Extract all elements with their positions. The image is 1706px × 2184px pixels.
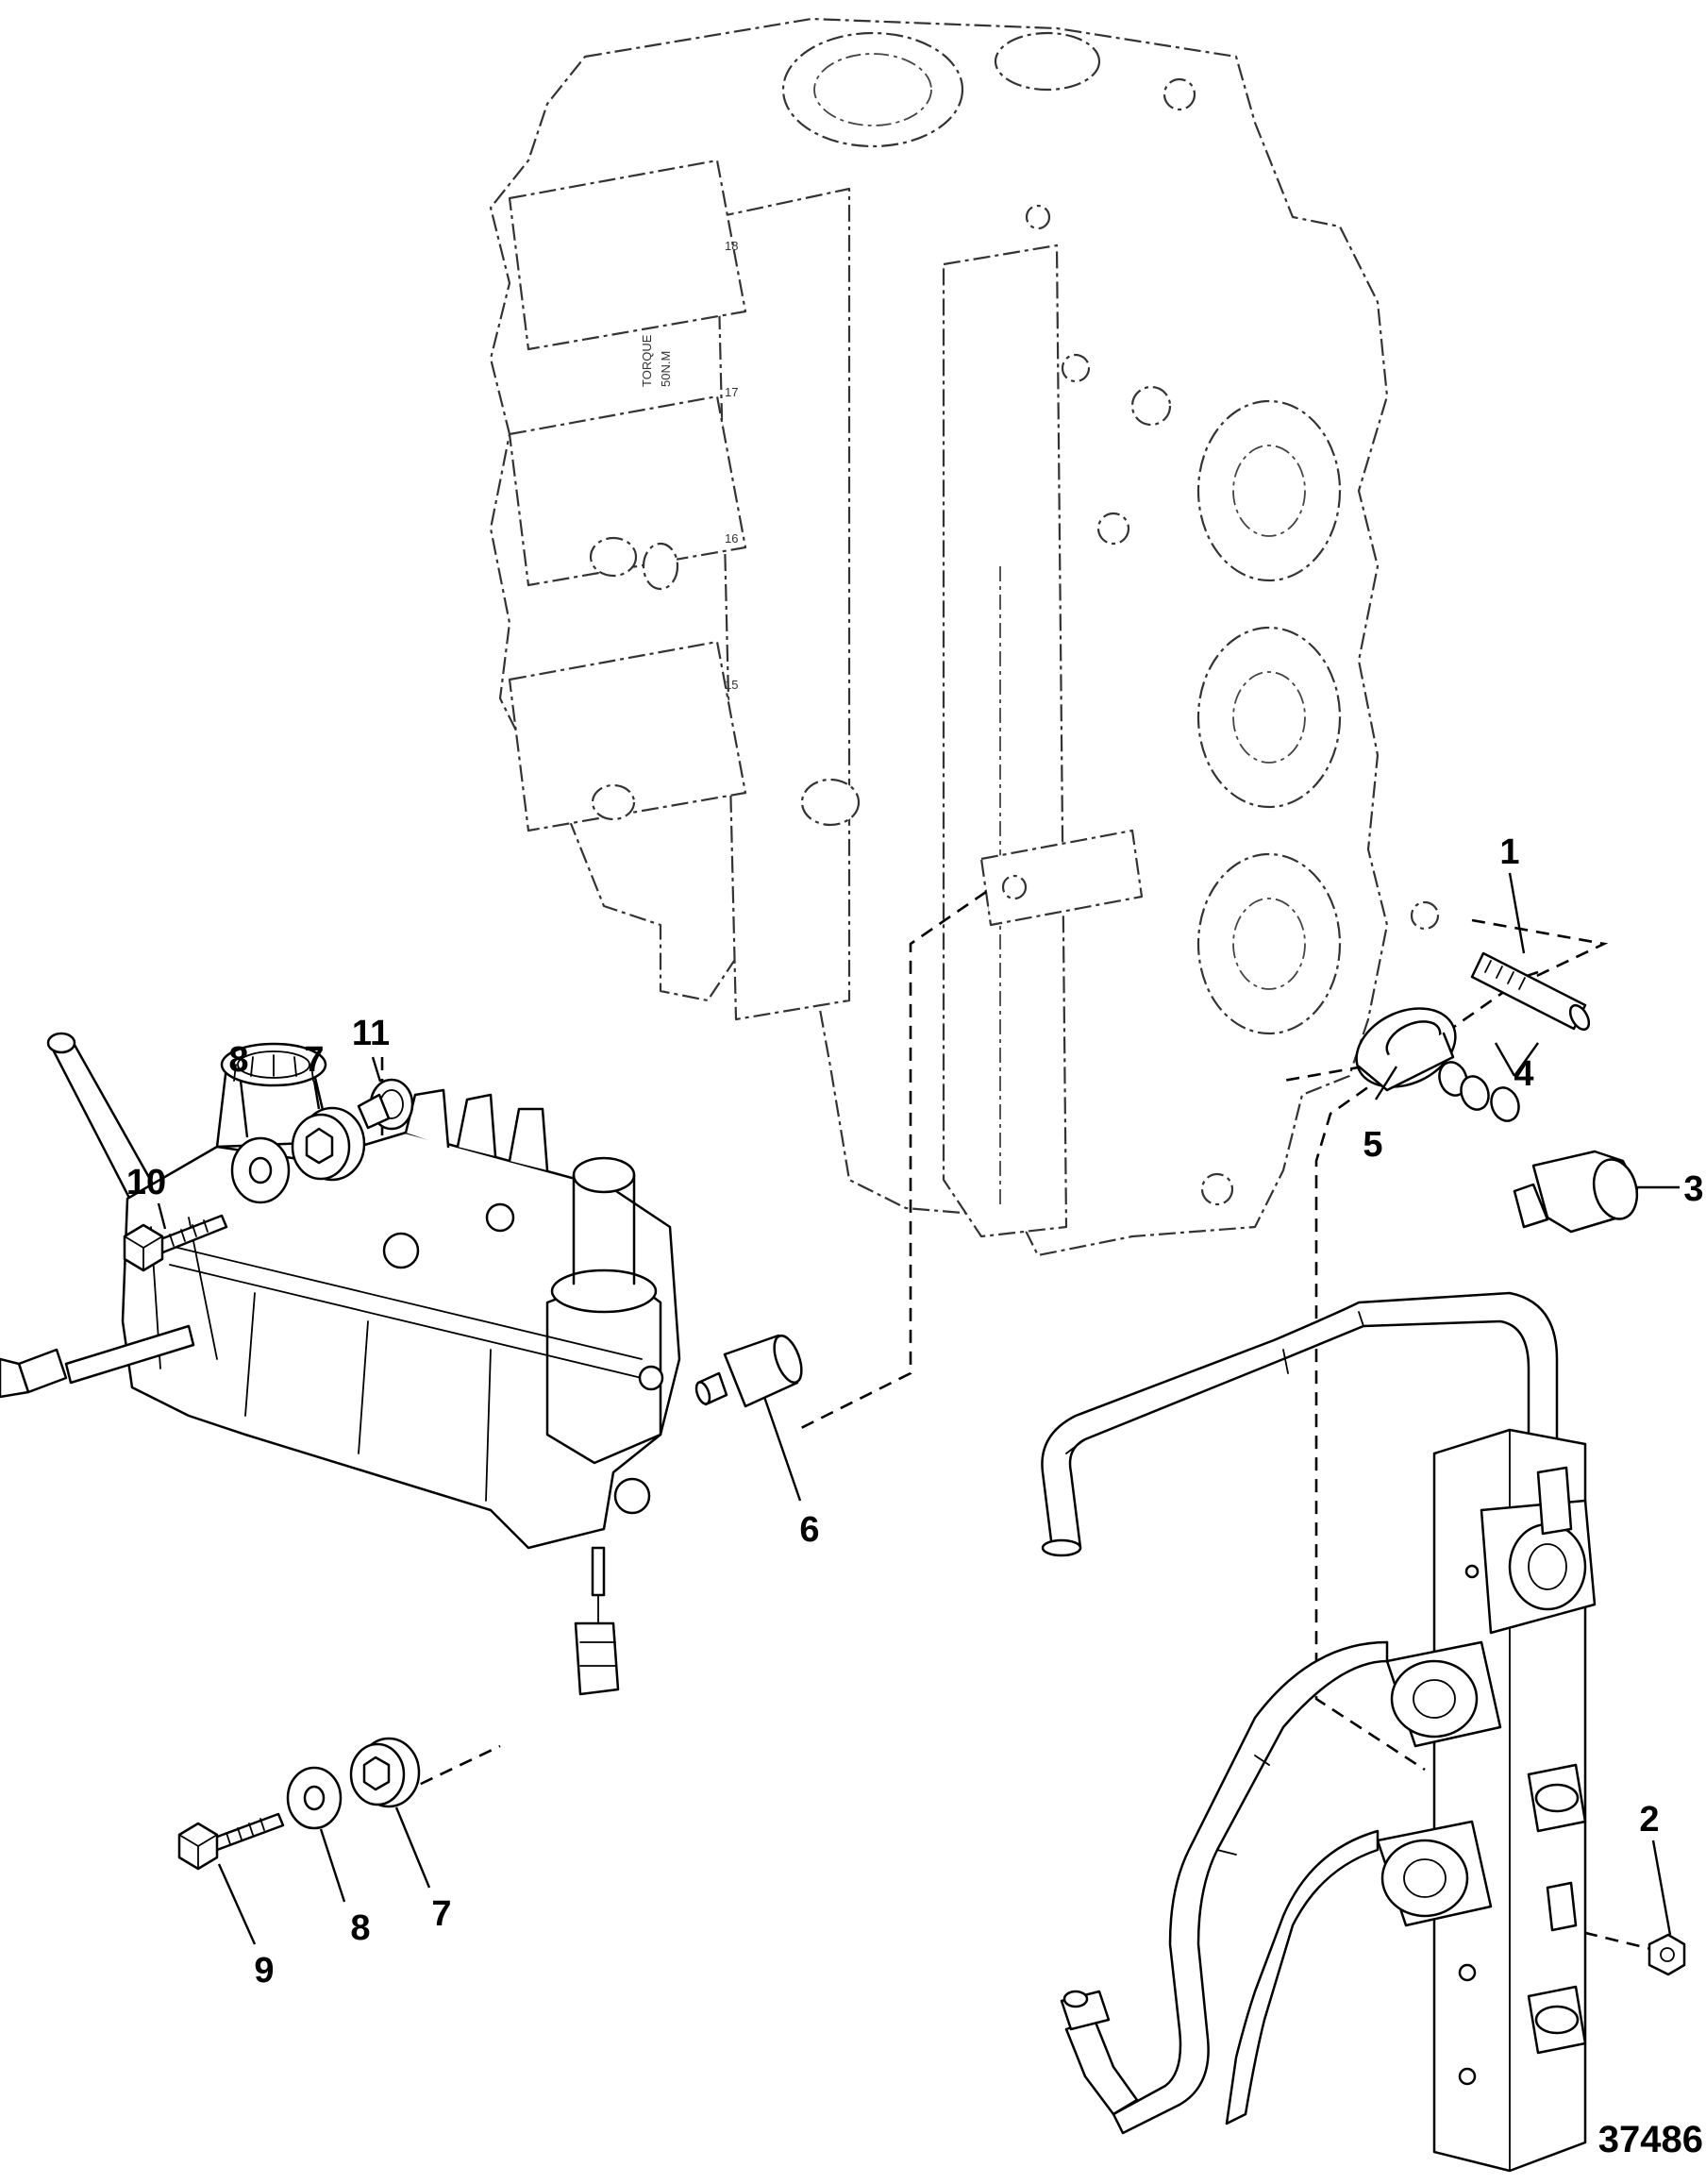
part-7-plug-lower[interactable]	[349, 1737, 421, 1808]
callout-8-upper: 8	[228, 1040, 248, 1080]
fuel-rail-assembly[interactable]	[1041, 1291, 1597, 2173]
callout-10: 10	[126, 1163, 166, 1202]
part-1-stud[interactable]	[1470, 951, 1593, 1033]
part-5-seal[interactable]	[1344, 993, 1468, 1101]
callout-3: 3	[1683, 1169, 1703, 1209]
callout-1: 1	[1499, 832, 1519, 872]
callout-labels: 1 2 3 4 5 6 7 7 8 8 9 10 11 37486	[126, 832, 1704, 2160]
part-8-washer-lower[interactable]	[286, 1766, 343, 1830]
callout-7-lower: 7	[431, 1894, 451, 1934]
leader-lines	[157, 872, 1680, 1945]
block-marking-value: 50N.M	[659, 351, 673, 387]
part-4-o-rings[interactable]	[1435, 1058, 1524, 1124]
block-marking-torque: TORQUE	[640, 334, 654, 387]
part-2-nut[interactable]	[1647, 1933, 1686, 1976]
part-8-washer-upper[interactable]	[230, 1136, 291, 1204]
part-6-fitting[interactable]	[694, 1332, 807, 1408]
callout-6: 6	[799, 1510, 819, 1550]
engine-block: TORQUE 50N.M 18 17 16 15	[489, 17, 1440, 1257]
part-11-plug[interactable]	[357, 1078, 414, 1131]
part-9-bolt[interactable]	[177, 1812, 285, 1871]
callout-4: 4	[1514, 1054, 1533, 1094]
callout-9: 9	[254, 1951, 274, 1991]
part-7-plug-upper[interactable]	[291, 1106, 366, 1182]
callout-7-upper: 7	[304, 1040, 324, 1080]
callout-5: 5	[1363, 1125, 1382, 1165]
block-marking-16: 16	[725, 531, 738, 546]
part-10-bolt[interactable]	[123, 1214, 228, 1272]
block-marking-15: 15	[725, 678, 738, 692]
block-marking-17: 17	[725, 385, 738, 399]
part-3-sensor[interactable]	[1513, 1150, 1644, 1234]
callout-8-lower: 8	[350, 1908, 370, 1948]
callout-11: 11	[352, 1014, 390, 1053]
block-marking-18: 18	[725, 239, 738, 253]
callout-2: 2	[1639, 1800, 1659, 1840]
figure-number: 37486	[1598, 2119, 1703, 2160]
